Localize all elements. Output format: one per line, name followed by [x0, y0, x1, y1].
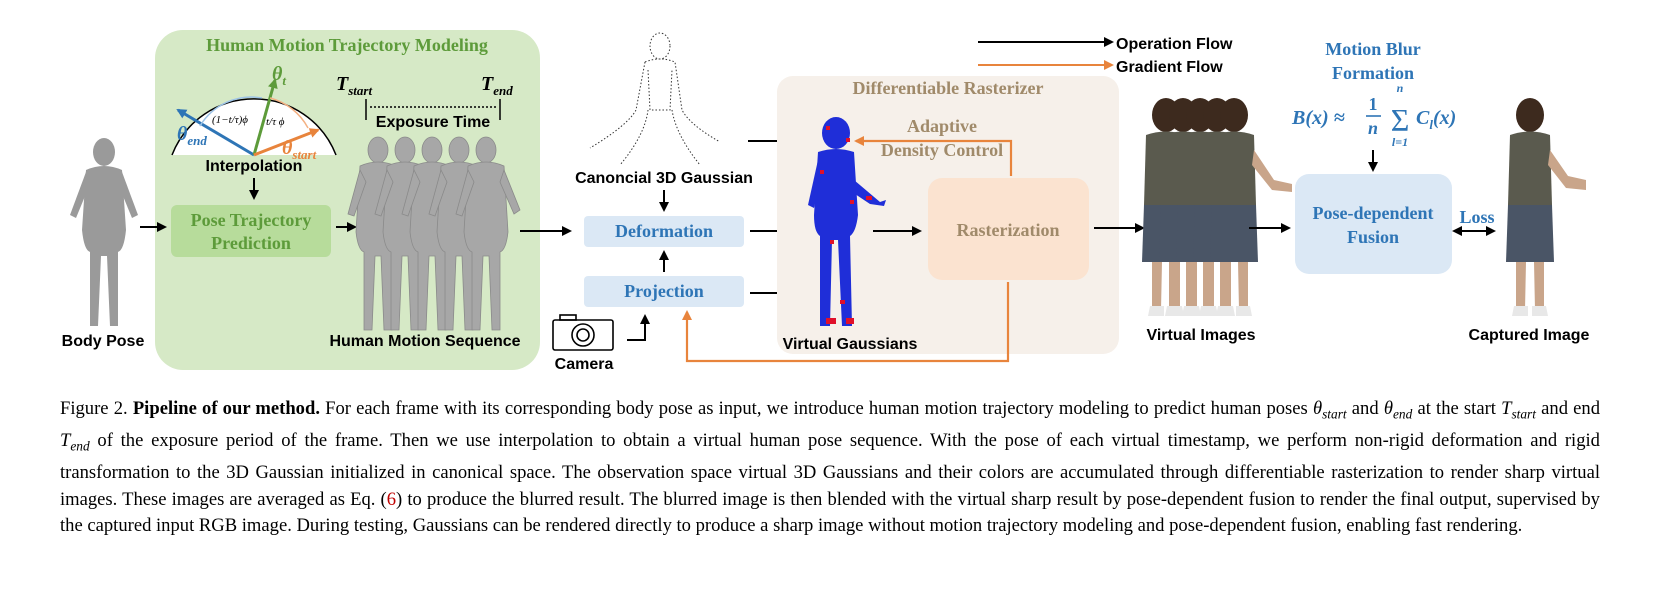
svg-text:t/τ ϕ: t/τ ϕ [266, 116, 285, 128]
svg-text:Captured Image: Captured Image [1469, 327, 1590, 344]
svg-text:Body Pose: Body Pose [62, 333, 145, 350]
camera-icon [552, 314, 614, 351]
canonical-gaussian-points [589, 32, 721, 166]
pose-trajectory-box [171, 205, 331, 257]
svg-text:Canoncial 3D Gaussian: Canoncial 3D Gaussian [575, 170, 753, 187]
svg-text:θstart: θstart [282, 137, 317, 162]
svg-text:Projection: Projection [624, 281, 704, 301]
svg-text:Operation Flow: Operation Flow [1116, 36, 1233, 53]
svg-text:Pose Trajectory: Pose Trajectory [191, 210, 312, 230]
blur-formula: B(x) ≈ 1 n n Σ l=1 Cl(x) [1291, 81, 1456, 149]
pipeline-figure: Human Motion Trajectory Modeling θt θend… [62, 30, 1590, 373]
interpolation-arc [171, 98, 337, 156]
svg-text:Camera: Camera [555, 356, 614, 373]
theta-start-arrow [253, 128, 320, 157]
svg-text:B(x) ≈: B(x) ≈ [1291, 107, 1345, 129]
projection-box [584, 276, 744, 307]
theta-t-arrow [252, 78, 278, 156]
svg-text:θend: θend [177, 123, 207, 148]
svg-text:θt: θt [272, 63, 286, 88]
svg-text:Gradient Flow: Gradient Flow [1116, 59, 1223, 76]
captured-image-figure [1506, 98, 1586, 316]
svg-text:Formation: Formation [1332, 63, 1414, 83]
body-pose-figure [70, 138, 138, 326]
equation-reference-link[interactable]: 6 [386, 488, 397, 510]
virtual-images-figure [1142, 98, 1292, 316]
svg-text:Cl(x): Cl(x) [1416, 107, 1456, 132]
svg-text:Density Control: Density Control [881, 140, 1003, 160]
svg-text:(1−t/τ)ϕ: (1−t/τ)ϕ [212, 114, 248, 126]
motion-sequence-figures [347, 136, 521, 331]
svg-text:Rasterization: Rasterization [957, 220, 1060, 240]
theta-end-arrow [176, 108, 255, 157]
svg-text:Tend: Tend [481, 73, 513, 98]
svg-text:Differentiable Rasterizer: Differentiable Rasterizer [852, 78, 1043, 98]
svg-text:Pose-dependent: Pose-dependent [1313, 203, 1434, 223]
svg-text:Fusion: Fusion [1347, 227, 1399, 247]
svg-text:l=1: l=1 [1392, 135, 1408, 149]
svg-text:1: 1 [1369, 94, 1378, 114]
svg-text:Exposure Time: Exposure Time [376, 114, 491, 131]
svg-text:Loss: Loss [1459, 207, 1494, 227]
virtual-gaussians-figure [808, 117, 886, 326]
interpolation-label: Interpolation [206, 158, 303, 175]
svg-text:Deformation: Deformation [615, 221, 713, 241]
modeling-title: Human Motion Trajectory Modeling [206, 35, 488, 55]
figure-caption: Figure 2. Pipeline of our method. For ea… [60, 398, 1601, 537]
svg-text:Virtual Gaussians: Virtual Gaussians [783, 336, 918, 353]
svg-text:Adaptive: Adaptive [907, 116, 977, 136]
fusion-box [1295, 174, 1452, 274]
figure-label: Figure 2. [60, 398, 128, 419]
svg-text:Human Motion Sequence: Human Motion Sequence [329, 333, 520, 350]
svg-text:Virtual Images: Virtual Images [1146, 327, 1255, 344]
svg-text:Prediction: Prediction [211, 233, 291, 253]
svg-text:Motion Blur: Motion Blur [1325, 39, 1421, 59]
svg-text:Tstart: Tstart [336, 73, 372, 98]
svg-text:Σ: Σ [1391, 102, 1410, 138]
pipeline-diagram: Human Motion Trajectory Modeling θt θend… [62, 30, 1590, 373]
rasterization-box [928, 178, 1089, 280]
deformation-box [584, 216, 744, 247]
svg-text:n: n [1397, 81, 1404, 95]
svg-text:n: n [1368, 118, 1378, 138]
caption-title: Pipeline of our method. [132, 398, 320, 419]
